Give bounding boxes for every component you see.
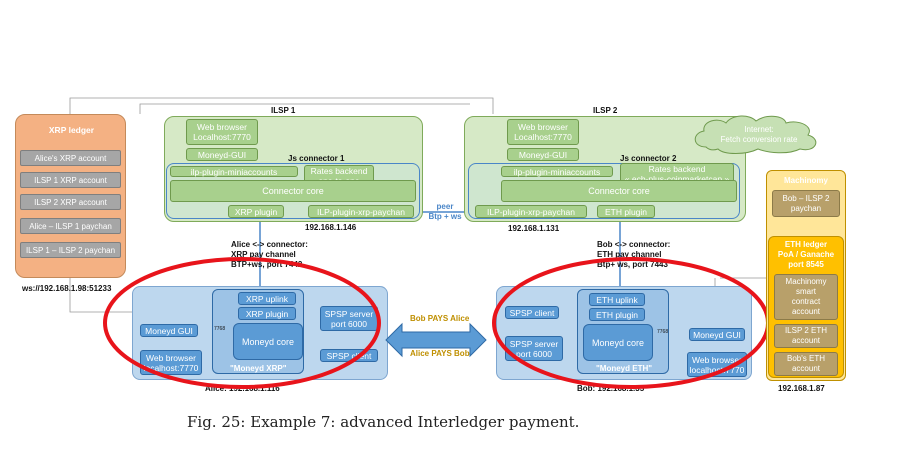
ilsp2-ip: 192.168.1.131 xyxy=(508,224,560,233)
alice-pays-bob-label: Alice PAYS Bob xyxy=(410,349,470,358)
ilsp1-moneyd-gui: Moneyd-GUI xyxy=(186,148,258,161)
internet-cloud-label: Internet: Fetch conversion rate xyxy=(720,125,798,144)
bob-spsp-client: SPSP client xyxy=(505,306,559,319)
ilsp1-xrp-plugin: XRP plugin xyxy=(228,205,284,218)
bob-connector-label: Bob <-> connector: ETH pay channel Btp+ … xyxy=(597,240,671,269)
figure-caption: Fig. 25: Example 7: advanced Interledger… xyxy=(187,413,580,431)
ilsp2-rates-backend: Rates backend « ecb-plus-coinmarketcap » xyxy=(620,163,734,185)
alice-spsp-server: SPSP server port 6000 xyxy=(320,306,378,331)
ilsp2-title: ILSP 2 xyxy=(593,106,618,115)
bob-eth-uplink: ETH uplink xyxy=(589,293,645,306)
xrp-account-ilsp2: ILSP 2 XRP account xyxy=(20,194,121,210)
alice-moneyd-core: Moneyd core xyxy=(233,323,303,360)
ilsp1-ip: 192.168.1.146 xyxy=(305,223,357,232)
alice-xrp-uplink: XRP uplink xyxy=(238,292,296,305)
bob-ip: Bob: 192.168.1.35 xyxy=(577,384,645,393)
bob-eth-account: Bob's ETH account xyxy=(774,352,838,376)
xrp-account-alice: Alice's XRP account xyxy=(20,150,121,166)
machinomy-paychan: Bob – ILSP 2 paychan xyxy=(772,190,840,217)
ilsp2-xrp-paychan-plugin: ILP-plugin-xrp-paychan xyxy=(475,205,587,218)
bob-pays-alice-label: Bob PAYS Alice xyxy=(410,314,470,323)
ilsp1-plugin-miniaccounts: ilp-plugin-miniaccounts xyxy=(170,166,298,177)
ilsp2-eth-plugin: ETH plugin xyxy=(597,205,655,218)
ilsp2-plugin-miniaccounts: ilp-plugin-miniaccounts xyxy=(501,166,613,177)
payment-double-arrow-icon xyxy=(385,322,487,358)
ilsp2-web-browser: Web browser Localhost:7770 xyxy=(507,119,579,145)
ilsp1-connector-core: Connector core xyxy=(170,180,416,202)
ilsp1-web-browser: Web browser Localhost:7770 xyxy=(186,119,258,145)
xrp-paychan-ilsp1-ilsp2: ILSP 1 – ILSP 2 paychan xyxy=(20,242,121,258)
peer-label: peer Btp + ws xyxy=(428,202,462,221)
alice-moneyd-gui: Moneyd GUI xyxy=(140,324,198,337)
xrp-ledger-address: ws://192.168.1.98:51233 xyxy=(22,284,112,293)
bob-moneyd-gui: Moneyd GUI xyxy=(689,328,745,341)
internet-cloud-icon xyxy=(694,115,817,154)
xrp-paychan-alice-ilsp1: Alice – ILSP 1 paychan xyxy=(20,218,121,234)
machinomy-ip: 192.168.1.87 xyxy=(778,384,825,393)
alice-xrp-plugin: XRP plugin xyxy=(238,307,296,320)
ilsp1-xrp-paychan-plugin: ILP-plugin-xrp-paychan xyxy=(308,205,414,218)
alice-highlight-ellipse xyxy=(103,257,381,389)
eth-ledger-title: ETH ledger PoA / Ganache port 8545 xyxy=(777,240,835,269)
xrp-account-ilsp1: ILSP 1 XRP account xyxy=(20,172,121,188)
ilsp2-connector-core: Connector core xyxy=(501,180,737,202)
ilsp1-title: ILSP 1 xyxy=(271,106,296,115)
bob-eth-plugin: ETH plugin xyxy=(589,308,645,321)
xrp-ledger-title: XRP ledger xyxy=(48,125,95,135)
ilsp2-eth-account: ILSP 2 ETH account xyxy=(774,324,838,348)
ilsp2-moneyd-gui: Moneyd-GUI xyxy=(507,148,579,161)
bob-moneyd-name: "Moneyd ETH" xyxy=(596,364,653,373)
machinomy-smart-contract: Machinomy smart contract account xyxy=(774,274,838,320)
ilsp1-connector-title: Js connector 1 xyxy=(288,154,345,163)
bob-moneyd-core: Moneyd core xyxy=(583,324,653,361)
ilsp2-connector-title: Js connector 2 xyxy=(620,154,677,163)
machinomy-title: Machinomy xyxy=(783,176,828,185)
bob-gui-port: 7768 xyxy=(657,329,669,335)
alice-moneyd-name: "Moneyd XRP" xyxy=(230,364,287,373)
bob-highlight-ellipse xyxy=(492,257,770,389)
alice-gui-port: 7768 xyxy=(214,326,226,332)
